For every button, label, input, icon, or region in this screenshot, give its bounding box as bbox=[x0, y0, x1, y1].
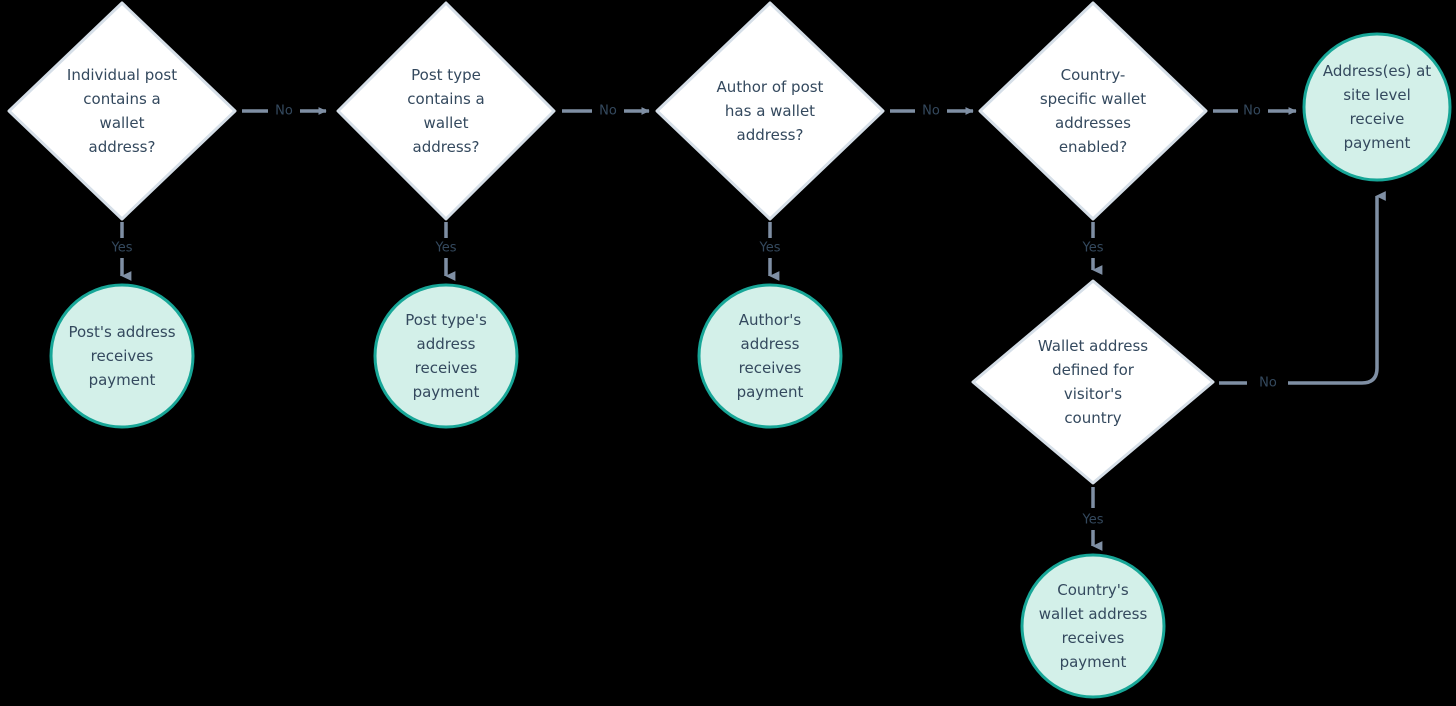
decision-node-visitor-country[interactable] bbox=[971, 279, 1215, 485]
terminal-node-author-address[interactable] bbox=[697, 283, 843, 429]
terminal-node-country-address[interactable] bbox=[1020, 553, 1166, 699]
edge-d5-c4-route bbox=[1288, 191, 1386, 385]
decision-node-country-specific[interactable] bbox=[978, 1, 1208, 221]
edge-label-no-4: No bbox=[1243, 103, 1261, 119]
edge-label-yes-2: Yes bbox=[435, 240, 457, 256]
decision-node-individual-post[interactable] bbox=[7, 1, 237, 221]
edge-label-no-2: No bbox=[599, 103, 617, 119]
edge-label-no-5: No bbox=[1259, 375, 1277, 391]
terminal-node-post-address[interactable] bbox=[49, 283, 195, 429]
decision-node-post-type[interactable] bbox=[336, 1, 556, 221]
edge-group bbox=[120, 107, 1386, 551]
edge-label-yes-5: Yes bbox=[1082, 512, 1104, 528]
edge-label-no-1: No bbox=[275, 103, 293, 119]
terminal-node-post-type-address[interactable] bbox=[373, 283, 519, 429]
edge-label-yes-3: Yes bbox=[759, 240, 781, 256]
decision-node-author[interactable] bbox=[655, 1, 885, 221]
terminal-node-site-level-address[interactable] bbox=[1302, 32, 1452, 182]
node-group bbox=[7, 1, 1452, 699]
edge-label-yes-1: Yes bbox=[111, 240, 133, 256]
edge-label-no-3: No bbox=[922, 103, 940, 119]
edge-label-yes-4: Yes bbox=[1082, 240, 1104, 256]
